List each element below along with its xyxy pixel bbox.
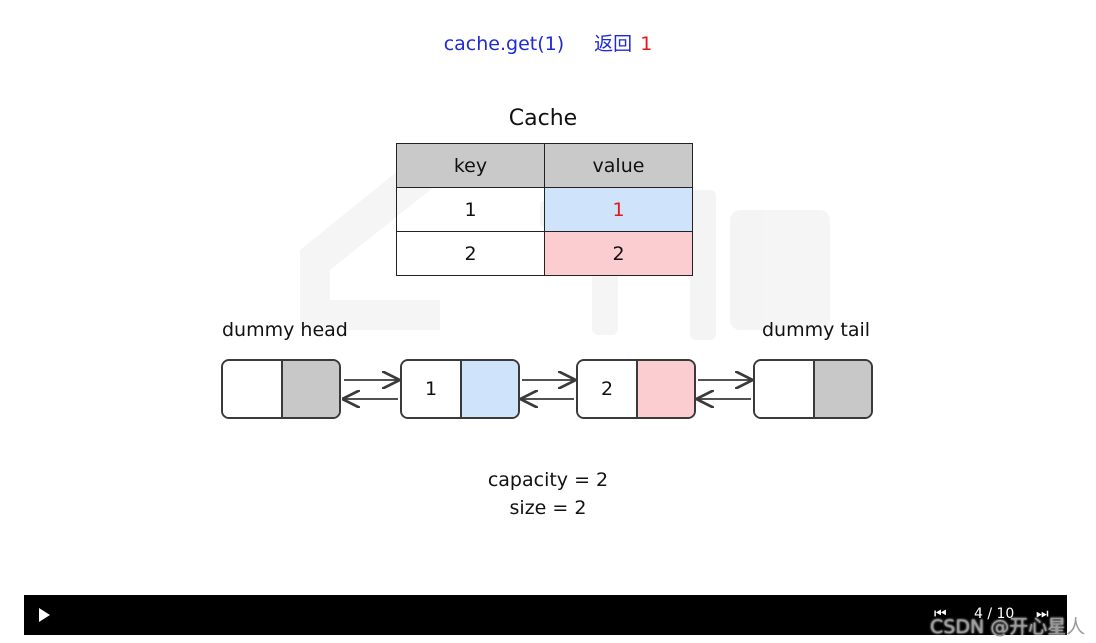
cache-key-cell: 2 xyxy=(396,231,545,276)
node-value xyxy=(815,361,871,417)
stats-block: capacity = 2 size = 2 xyxy=(0,466,1096,522)
dummy-head-label: dummy head xyxy=(222,319,348,341)
node-key: 1 xyxy=(402,361,462,417)
dummy-head-node xyxy=(221,359,341,419)
node-key xyxy=(755,361,815,417)
table-row: 2 2 xyxy=(396,231,693,276)
skip-previous-icon[interactable]: ⏮ xyxy=(934,606,947,622)
node-value xyxy=(638,361,694,417)
cache-header-row: key value xyxy=(396,143,693,188)
node-key: 2 xyxy=(578,361,638,417)
dummy-tail-label: dummy tail xyxy=(762,319,871,341)
cache-value-cell: 2 xyxy=(544,231,693,276)
cache-key-cell: 1 xyxy=(396,187,545,232)
skip-next-icon[interactable]: ⏭ xyxy=(1036,606,1049,622)
cache-table: key value 1 1 2 2 xyxy=(396,143,693,276)
cache-header-key: key xyxy=(396,143,545,188)
returns-value: 1 xyxy=(640,33,653,55)
list-node-2: 2 xyxy=(576,359,696,419)
node-value xyxy=(462,361,518,417)
node-value xyxy=(283,361,339,417)
list-node-1: 1 xyxy=(400,359,520,419)
operation-title: cache.get(1) 返回 1 xyxy=(0,29,1096,56)
cache-header-value: value xyxy=(544,143,693,188)
returns-label: 返回 xyxy=(594,33,633,55)
cache-label: Cache xyxy=(508,106,578,131)
dummy-tail-node xyxy=(753,359,873,419)
page-indicator: 4 / 10 xyxy=(974,606,1015,622)
node-key xyxy=(223,361,283,417)
capacity-text: capacity = 2 xyxy=(487,469,609,491)
table-row: 1 1 xyxy=(396,187,693,232)
csdn-watermark: CSDN @开心星人 xyxy=(930,616,1086,638)
play-icon[interactable] xyxy=(39,608,50,622)
player-bar: ⏮ 4 / 10 ⏭ xyxy=(24,595,1067,635)
size-text: size = 2 xyxy=(509,497,587,519)
operation-call: cache.get(1) xyxy=(443,33,565,55)
cache-value-cell: 1 xyxy=(544,187,693,232)
